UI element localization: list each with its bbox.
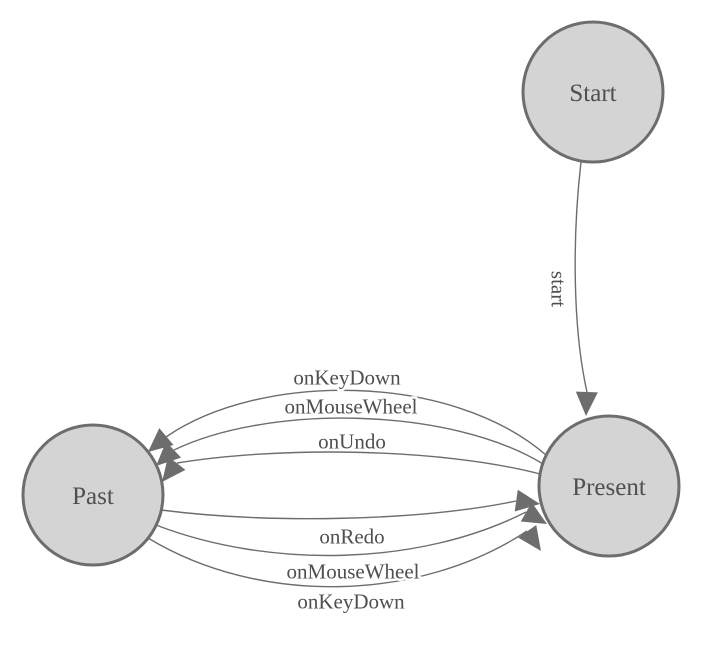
transition-edge-start-to-present[interactable] xyxy=(574,161,588,393)
arrowhead-icon-past-to-present-onmousewheel xyxy=(520,502,547,524)
edge-labels-layer: start onKeyDown onMouseWheel onUndo onRedo on… xyxy=(282,268,573,615)
state-node-present[interactable] xyxy=(537,414,681,558)
arrowhead-icon-present-to-past-onundo xyxy=(162,456,186,482)
transition-edge-past-to-present-onredo[interactable] xyxy=(160,500,517,520)
transition-label-start-to-present: start xyxy=(547,271,571,307)
transition-label-present-to-past-onmousewheel: onMouseWheel xyxy=(285,394,418,418)
transition-edge-past-to-present-onmousewheel[interactable] xyxy=(155,511,527,557)
edges-layer xyxy=(147,161,598,588)
arrowhead-icon-past-to-present-onredo xyxy=(514,489,540,512)
arrowhead-icon-present-to-past-onmousewheel xyxy=(156,441,182,466)
state-node-start[interactable] xyxy=(521,20,665,164)
state-node-past[interactable] xyxy=(21,423,165,567)
transition-edge-present-to-past-onmousewheel[interactable] xyxy=(173,417,544,465)
transition-label-past-to-present-onmousewheel: onMouseWheel xyxy=(287,559,420,583)
transition-edge-present-to-past-onkeydown[interactable] xyxy=(165,389,547,456)
transition-label-present-to-past-onkeydown: onKeyDown xyxy=(293,365,401,389)
transition-edge-present-to-past-onundo[interactable] xyxy=(176,451,541,475)
arrowhead-icon-past-to-present-onkeydown xyxy=(518,525,541,551)
arrowhead-icon-start-to-present xyxy=(575,391,598,416)
transition-label-past-to-present-onredo: onRedo xyxy=(319,524,384,548)
transition-edge-past-to-present-onkeydown[interactable] xyxy=(147,530,528,588)
transition-label-past-to-present-onkeydown: onKeyDown xyxy=(297,589,405,613)
transition-label-present-to-past-onundo: onUndo xyxy=(318,429,386,453)
